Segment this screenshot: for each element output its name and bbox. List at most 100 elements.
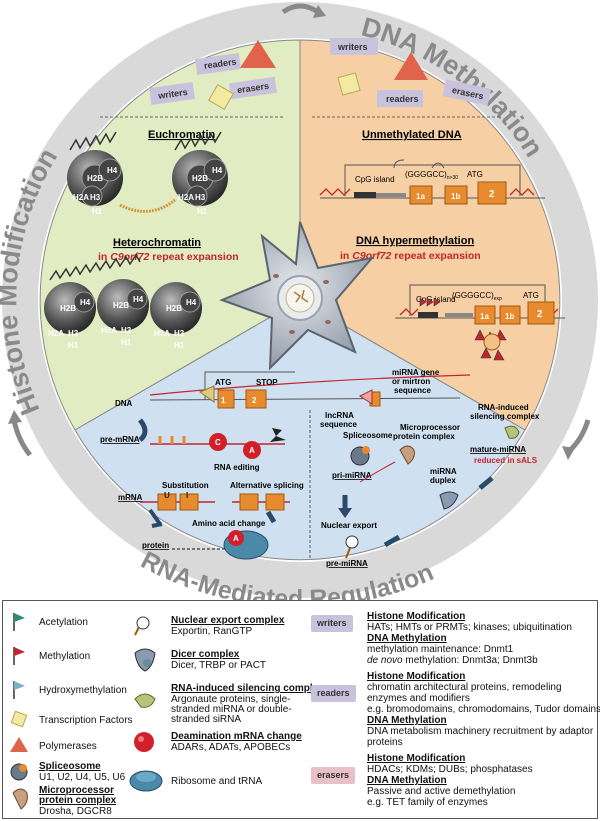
- svg-text:H2B: H2B: [192, 174, 208, 183]
- svg-text:lncRNA: lncRNA: [325, 411, 354, 420]
- svg-text:H4: H4: [80, 298, 91, 307]
- svg-text:H4: H4: [212, 166, 223, 175]
- svg-text:Microprocessor: Microprocessor: [400, 423, 460, 432]
- svg-text:Alternative splicing: Alternative splicing: [230, 481, 304, 490]
- svg-text:erasers: erasers: [236, 81, 269, 95]
- svg-text:reduced in sALS: reduced in sALS: [474, 456, 538, 465]
- dna-repeat-label: in C9orf72 repeat expansion: [340, 250, 481, 262]
- svg-text:H2A: H2A: [178, 193, 194, 202]
- svg-text:H4: H4: [107, 166, 118, 175]
- svg-text:U: U: [164, 491, 170, 500]
- svg-text:protein: protein: [142, 541, 169, 550]
- rna-right-flow: Spliceosome Microprocessor protein compl…: [321, 403, 540, 568]
- svg-text:H2A: H2A: [101, 326, 117, 335]
- svg-text:sequence: sequence: [320, 420, 357, 429]
- svg-text:miRNA: miRNA: [430, 467, 457, 476]
- svg-text:ATG: ATG: [215, 378, 231, 387]
- svg-text:mRNA: mRNA: [118, 493, 143, 502]
- svg-text:pri-miRNA: pri-miRNA: [332, 471, 372, 480]
- svg-text:1a: 1a: [416, 192, 425, 201]
- svg-text:DNA: DNA: [115, 399, 133, 408]
- svg-text:H1: H1: [174, 341, 185, 350]
- svg-text:H4: H4: [186, 298, 197, 307]
- svg-text:H2B: H2B: [166, 304, 182, 313]
- writers-tag: writers: [311, 615, 353, 632]
- svg-text:H1: H1: [121, 338, 132, 347]
- unmethylated-label: Unmethylated DNA: [362, 129, 462, 141]
- svg-text:pre-miRNA: pre-miRNA: [326, 559, 368, 568]
- svg-text:H1: H1: [197, 207, 208, 216]
- hypermethylated-gene: CpG island (GGGGCC)exp ATG 1a 1b 2: [395, 284, 565, 361]
- legend: Acetylation Methylation Hydroxymethylati…: [2, 600, 600, 819]
- svg-text:RNA editing: RNA editing: [214, 463, 260, 472]
- svg-text:H1: H1: [68, 341, 79, 350]
- arrow-right-head: [562, 446, 575, 460]
- svg-text:silencing complex: silencing complex: [470, 412, 540, 421]
- hyper-label: DNA hypermethylation: [356, 235, 474, 247]
- svg-text:Substitution: Substitution: [162, 481, 209, 490]
- svg-text:H3: H3: [90, 193, 101, 202]
- readers-tag: readers: [311, 685, 356, 702]
- svg-text:Spliceosome: Spliceosome: [343, 431, 393, 440]
- svg-text:H3: H3: [121, 326, 132, 335]
- svg-text:H2B: H2B: [113, 301, 129, 310]
- svg-text:H2A: H2A: [48, 329, 64, 338]
- svg-text:STOP: STOP: [256, 378, 278, 387]
- svg-text:1b: 1b: [451, 192, 460, 201]
- histone-tags: writers readers erasers: [149, 40, 277, 110]
- svg-text:H2A: H2A: [73, 193, 89, 202]
- svg-text:miRNA gene: miRNA gene: [392, 368, 440, 377]
- svg-text:1a: 1a: [480, 312, 489, 321]
- svg-text:ATG: ATG: [467, 170, 483, 179]
- svg-text:(GGGGCC)exp: (GGGGCC)exp: [452, 291, 502, 302]
- svg-text:H1: H1: [92, 207, 103, 216]
- svg-text:H2B: H2B: [87, 174, 103, 183]
- svg-text:protein complex: protein complex: [393, 432, 455, 441]
- svg-text:H4: H4: [133, 295, 144, 304]
- svg-text:mature-miRNA: mature-miRNA: [470, 445, 526, 454]
- svg-text:Amino acid change: Amino acid change: [192, 519, 266, 528]
- svg-text:ATG: ATG: [523, 291, 539, 300]
- svg-text:C: C: [215, 438, 221, 447]
- svg-text:(GGGGCC)n>30: (GGGGCC)n>30: [405, 170, 458, 181]
- svg-text:I: I: [186, 491, 188, 500]
- svg-text:1b: 1b: [505, 312, 514, 321]
- arrow-top-head: [313, 5, 326, 18]
- svg-text:A: A: [233, 534, 239, 543]
- svg-text:1: 1: [221, 396, 226, 405]
- dna-tags: writers readers erasers: [330, 38, 492, 107]
- euchromatin-label: Euchromatin: [148, 129, 216, 141]
- unmethylated-gene: CpG island (GGGGCC)n>30 ATG 1a 1b 2: [319, 159, 545, 205]
- svg-text:duplex: duplex: [430, 476, 456, 485]
- svg-text:2: 2: [537, 309, 543, 320]
- svg-text:H3: H3: [195, 193, 206, 202]
- svg-text:H2A: H2A: [154, 329, 170, 338]
- heterochromatin-label: Heterochromatin: [113, 237, 201, 249]
- arrow-right: [566, 419, 591, 454]
- svg-text:2: 2: [489, 189, 495, 200]
- svg-text:Nuclear export: Nuclear export: [321, 521, 377, 530]
- arrow-left: [11, 419, 32, 457]
- svg-text:H3: H3: [174, 329, 185, 338]
- svg-text:readers: readers: [203, 56, 237, 70]
- epigenetics-diagram: Histone Modification DNA Methylation RNA…: [0, 2, 598, 600]
- arrow-left-head: [8, 410, 22, 424]
- svg-text:CpG island: CpG island: [355, 175, 395, 184]
- svg-text:H3: H3: [68, 329, 79, 338]
- svg-text:or mirtron: or mirtron: [392, 377, 430, 386]
- svg-text:A: A: [249, 446, 255, 455]
- erasers-tag: erasers: [311, 767, 356, 784]
- neuron-cell: [219, 221, 375, 371]
- svg-text:writers: writers: [157, 87, 189, 101]
- rna-gene-top: 1 2 ATG STOP DNA miRNA gene or mirtron s…: [115, 368, 471, 429]
- svg-text:pre-mRNA: pre-mRNA: [100, 435, 140, 444]
- histone-repeat-label: in C9orf72 repeat expansion: [98, 251, 239, 263]
- svg-text:RNA-induced: RNA-induced: [478, 403, 529, 412]
- svg-text:readers: readers: [386, 94, 419, 104]
- svg-text:sequence: sequence: [394, 386, 431, 395]
- svg-text:H2B: H2B: [60, 304, 76, 313]
- svg-text:writers: writers: [337, 42, 368, 52]
- svg-text:2: 2: [252, 396, 257, 405]
